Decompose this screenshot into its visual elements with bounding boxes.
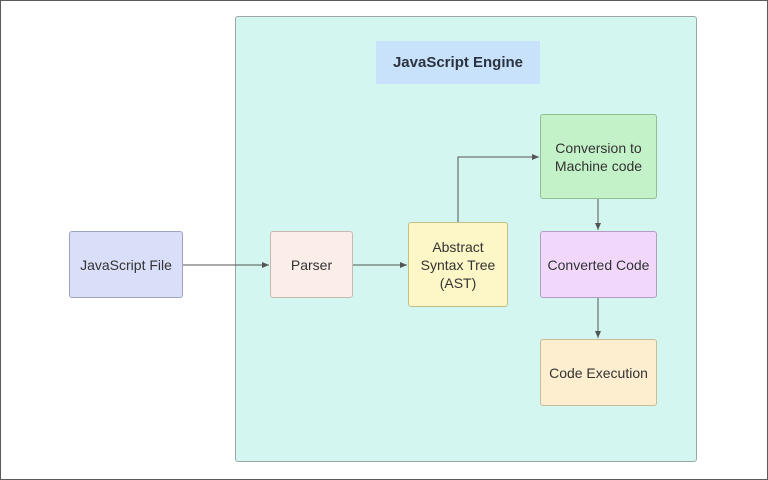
converted-code-node: Converted Code [540,231,657,298]
javascript-file-node: JavaScript File [69,231,183,298]
code-execution-node: Code Execution [540,339,657,406]
ast-node: Abstract Syntax Tree (AST) [408,222,508,307]
parser-node: Parser [270,231,353,298]
conversion-node: Conversion to Machine code [540,114,657,199]
engine-title: JavaScript Engine [376,41,540,84]
